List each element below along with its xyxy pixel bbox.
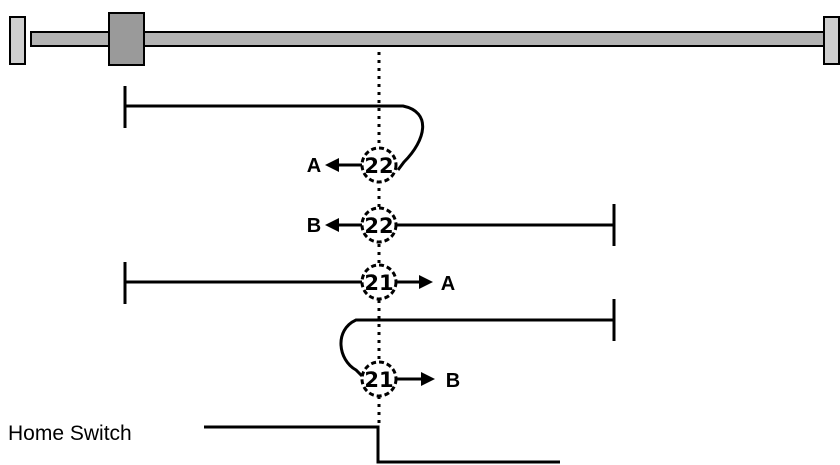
- homing-case-22-a: 22 A: [123, 86, 425, 184]
- direction-label: A: [307, 155, 321, 177]
- homing-case-22-b: 22 B: [307, 204, 616, 246]
- carriage: [108, 12, 145, 66]
- travel-path: [125, 104, 425, 171]
- home-switch-signal: Home Switch: [8, 422, 560, 464]
- direction-label: B: [307, 215, 321, 237]
- switch-waveform: [204, 425, 560, 464]
- homing-case-21-b: 21 B: [339, 299, 616, 398]
- travel-path: [339, 318, 614, 378]
- direction-arrow-head: [325, 218, 339, 232]
- direction-label: B: [446, 370, 460, 392]
- method-number: 21: [364, 271, 393, 295]
- method-number: 22: [364, 154, 393, 178]
- method-number: 21: [364, 368, 393, 392]
- left-end-stop: [9, 16, 26, 65]
- home-marker-circle: [360, 146, 398, 184]
- axis-rail: [9, 12, 840, 66]
- direction-arrow-head: [421, 372, 435, 386]
- home-marker-circle: [360, 206, 398, 244]
- rail-bar: [30, 31, 829, 47]
- direction-label: A: [441, 273, 455, 295]
- direction-arrow-head: [325, 158, 339, 172]
- homing-case-21-a: 21 A: [123, 262, 455, 304]
- home-switch-label: Home Switch: [8, 422, 132, 445]
- direction-arrow-head: [419, 275, 433, 289]
- method-number: 22: [364, 214, 393, 238]
- right-end-stop: [823, 16, 840, 65]
